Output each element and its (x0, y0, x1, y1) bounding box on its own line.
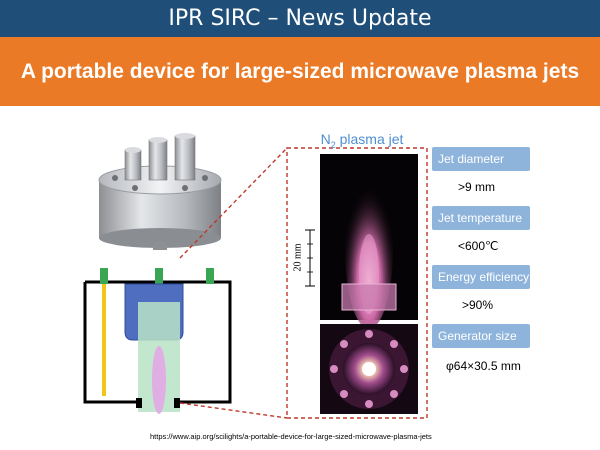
device-photo (98, 133, 222, 250)
spec-label-jet-temperature: Jet temperature (432, 206, 530, 230)
slide-title: A portable device for large-sized microw… (0, 37, 600, 106)
photo-title-main: N (320, 131, 331, 147)
spec-value-jet-diameter: >9 mm (458, 180, 496, 194)
spec-label-jet-diameter: Jet diameter (432, 147, 530, 171)
plasma-jet-photo (320, 154, 418, 414)
spec-value-generator-size: φ64×30.5 mm (446, 359, 521, 373)
spec-label-generator-size: Generator size (432, 324, 530, 348)
spec-value-jet-temperature: <600℃ (458, 239, 499, 253)
slide-header: IPR SIRC – News Update (0, 0, 600, 37)
spec-label-energy-efficiency: Energy efficiency (432, 265, 530, 289)
scale-bar (305, 229, 315, 287)
source-url: https://www.aip.org/scilights/a-portable… (150, 432, 432, 441)
photo-title-rest: plasma jet (335, 131, 404, 147)
plasma-photo-title: N2 plasma jet (292, 131, 432, 150)
schematic-diagram (83, 268, 232, 414)
photo-title-subscript: 2 (330, 139, 336, 150)
scale-label: 20 mm (292, 243, 304, 272)
spec-value-energy-efficiency: >90% (462, 298, 494, 312)
